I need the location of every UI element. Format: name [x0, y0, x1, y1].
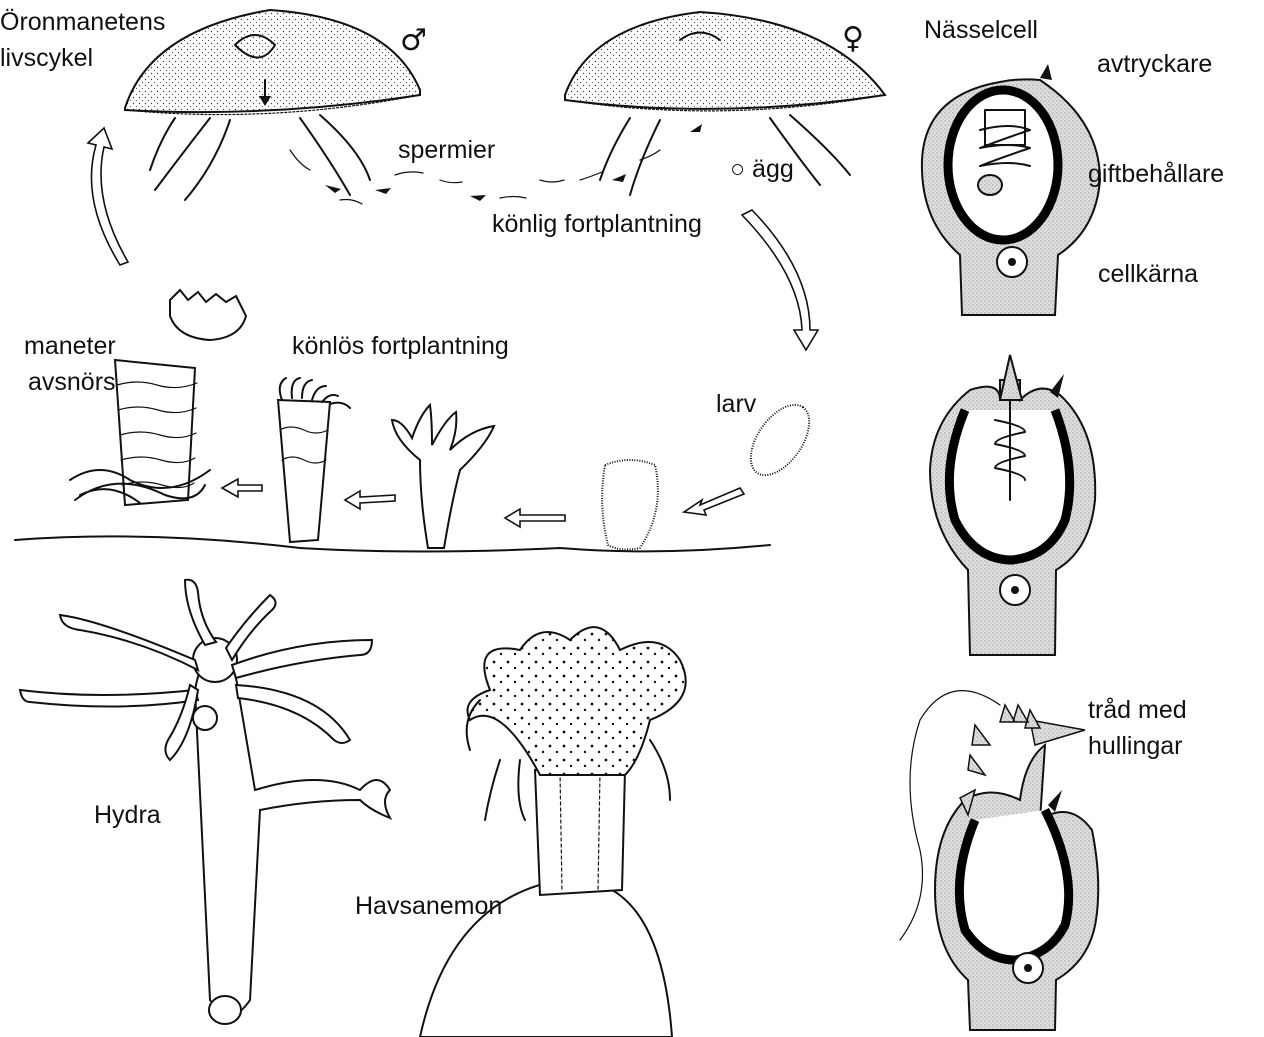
down-arrow	[742, 210, 818, 350]
anemone-label: Havsanemon	[355, 892, 502, 920]
thread-label-line-1: tråd med	[1088, 696, 1187, 724]
nucleus-label: cellkärna	[1098, 260, 1198, 288]
egg-label: ○ ägg	[730, 155, 794, 183]
nematocyst-cell-resting	[922, 64, 1100, 315]
male-medusa	[125, 10, 420, 200]
sexual-reproduction-label: könlig fortplantning	[492, 210, 702, 238]
hydra-label: Hydra	[94, 801, 161, 829]
sperm-label: spermier	[398, 136, 495, 164]
budding-label-line-2: avsnörs	[28, 368, 116, 396]
settled-larva	[602, 460, 658, 549]
female-medusa	[565, 12, 885, 195]
male-symbol: ♂	[400, 23, 427, 58]
female-symbol: ♀	[842, 21, 864, 56]
title-line-1: Öronmanetens	[0, 8, 165, 36]
scyphistoma	[278, 378, 350, 542]
venom-sac-label: giftbehållare	[1088, 160, 1224, 188]
anemone-drawing	[420, 627, 686, 1037]
seabed-line	[15, 536, 770, 551]
asexual-reproduction-label: könlös fortplantning	[292, 332, 509, 360]
ephyra	[170, 290, 246, 340]
return-arrow	[88, 128, 128, 265]
nematocyst-title: Nässelcell	[924, 16, 1038, 44]
larva-label: larv	[716, 390, 757, 418]
nematocyst-cell-firing	[930, 355, 1095, 655]
polyp	[392, 405, 494, 548]
hydra-drawing	[20, 580, 390, 1024]
trigger-label: avtryckare	[1097, 50, 1212, 78]
thread-label-line-2: hullingar	[1088, 732, 1183, 760]
budding-label-line-1: maneter	[24, 332, 116, 360]
nematocyst-cell-fired	[900, 691, 1098, 1030]
title-line-2: livscykel	[0, 44, 93, 72]
